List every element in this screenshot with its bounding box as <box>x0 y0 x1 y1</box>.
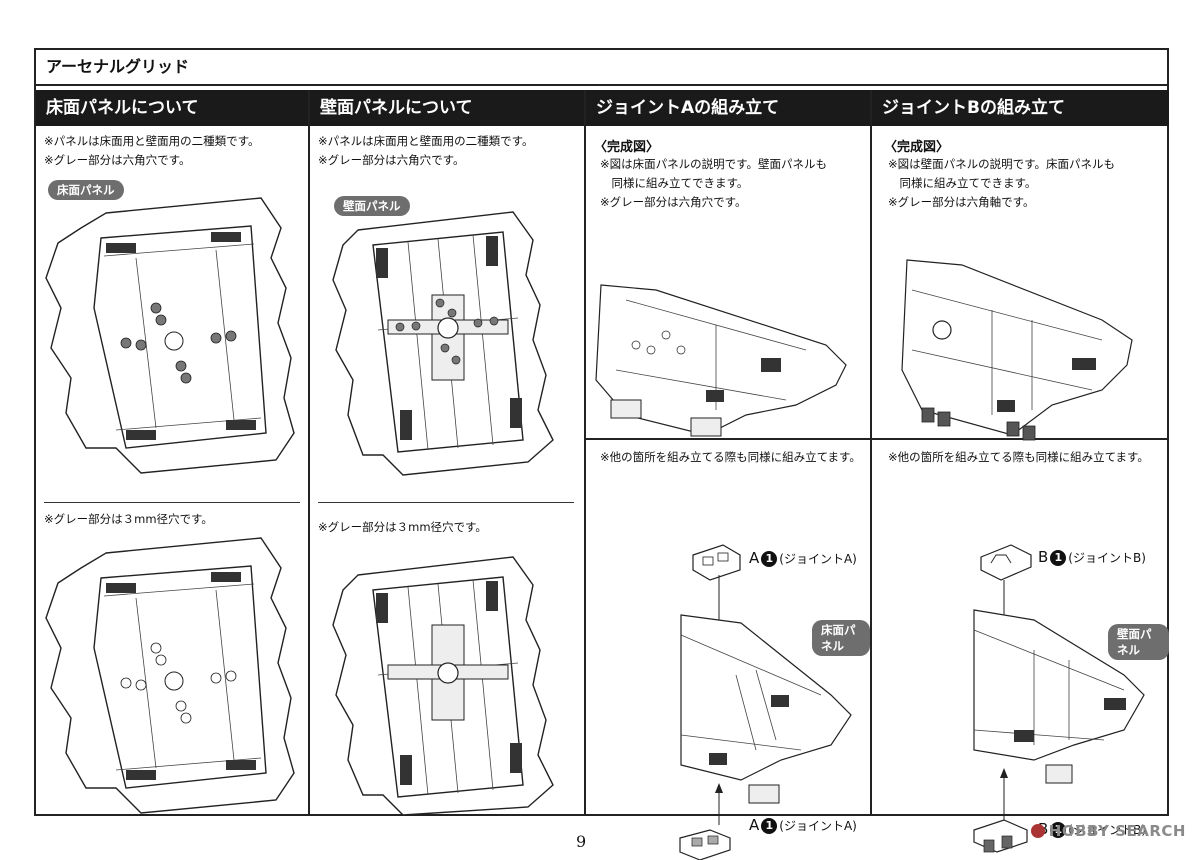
note-line: ※図は壁面パネルの説明です。床面パネルも <box>888 157 1115 171</box>
callout-text: (ジョイントB) <box>1068 551 1146 565</box>
joint-b-panel-label: 壁面パネル <box>1108 624 1169 660</box>
floor-panel-note-bottom: ※グレー部分は３mm径穴です。 <box>44 512 213 526</box>
wall-panel-heading: 壁面パネルについて <box>310 90 584 126</box>
page-number: 9 <box>576 832 587 851</box>
wall-panel-diagram <box>332 211 554 476</box>
joint-b-notes: ※図は壁面パネルの説明です。床面パネルも 同様に組み立てできます。 ※グレー部分… <box>888 155 1115 212</box>
joint-b-bottom-part <box>973 819 1028 853</box>
joint-a-subheading: 〈完成図〉 <box>594 140 660 155</box>
floor-panel-notes: ※パネルは床面用と壁面用の二種類です。 ※グレー部分は六角穴です。 <box>44 132 259 170</box>
wall-panel-column: 壁面パネルについて ※パネルは床面用と壁面用の二種類です。 ※グレー部分は六角穴… <box>310 90 584 816</box>
joint-a-panel-label: 床面パネル <box>812 620 870 656</box>
note-line: ※パネルは床面用と壁面用の二種類です。 <box>44 134 260 148</box>
callout-text: (ジョイントB) <box>1068 823 1146 837</box>
divider-line <box>318 502 574 503</box>
column-divider <box>308 90 310 814</box>
floor-panel-heading: 床面パネルについて <box>36 90 308 126</box>
joint-a-heading: ジョイントAの組み立て <box>586 90 870 126</box>
wall-panel-notes: ※パネルは床面用と壁面用の二種類です。 ※グレー部分は六角穴です。 <box>318 132 533 170</box>
note-line: 同様に組み立てできます。 <box>888 176 1037 190</box>
wall-panel-diagram-2 <box>332 556 554 816</box>
part-number-badge: 1 <box>761 818 778 834</box>
joint-a-bottom-part <box>679 829 731 860</box>
callout-text: (ジョイントA) <box>779 819 857 833</box>
joint-b-assembly-diagram <box>973 580 1145 830</box>
joint-b-column: ジョイントBの組み立て 〈完成図〉 ※図は壁面パネルの説明です。床面パネルも 同… <box>872 90 1169 853</box>
joint-a-top-part <box>692 544 741 581</box>
floor-panel-diagram-2 <box>45 537 295 814</box>
page-title: アーセナルグリッド <box>36 50 1167 86</box>
watermark: HOBBY SEARCH <box>1030 822 1186 840</box>
joint-a-notes: ※図は床面パネルの説明です。壁面パネルも 同様に組み立てできます。 ※グレー部分… <box>600 155 827 212</box>
joint-a-note-bottom: ※他の箇所を組み立てる際も同様に組み立てます。 <box>600 450 861 464</box>
note-line: ※グレー部分は六角穴です。 <box>44 153 191 167</box>
part-number-badge: 1 <box>1050 550 1067 566</box>
row-divider <box>586 438 1169 440</box>
note-line: ※図は床面パネルの説明です。壁面パネルも <box>600 157 827 171</box>
floor-panel-label: 床面パネル <box>48 180 124 200</box>
joint-b-note-bottom: ※他の箇所を組み立てる際も同様に組み立てます。 <box>888 450 1149 464</box>
hobby-search-logo-icon <box>1030 824 1045 838</box>
joint-b-heading: ジョイントBの組み立て <box>872 90 1169 126</box>
column-divider <box>584 90 586 814</box>
joint-b-subheading: 〈完成図〉 <box>884 140 950 155</box>
floor-panel-column: 床面パネルについて ※パネルは床面用と壁面用の二種類です。 ※グレー部分は六角穴… <box>36 90 308 814</box>
part-number-badge: 1 <box>761 551 778 567</box>
column-divider <box>870 90 872 814</box>
note-line: ※パネルは床面用と壁面用の二種類です。 <box>318 134 534 148</box>
callout-letter: B <box>1038 548 1049 566</box>
callout-letter: A <box>749 549 760 567</box>
joint-b-top-part <box>980 544 1032 581</box>
part-number-badge: 1 <box>1050 822 1067 838</box>
callout-text: (ジョイントA) <box>779 552 857 566</box>
note-line: 同様に組み立てできます。 <box>600 176 749 190</box>
joint-a-column: ジョイントAの組み立て 〈完成図〉 ※図は床面パネルの説明です。壁面パネルも 同… <box>586 90 870 860</box>
note-line: ※グレー部分は六角穴です。 <box>600 195 747 209</box>
note-line: ※グレー部分は六角軸です。 <box>888 195 1035 209</box>
joint-a-complete-diagram <box>595 284 847 437</box>
divider-line <box>44 502 300 503</box>
watermark-text: HOBBY SEARCH <box>1048 822 1186 840</box>
wall-panel-note-bottom: ※グレー部分は３mm径穴です。 <box>318 520 487 534</box>
instruction-sheet: アーセナルグリッド 床面パネルについて ※パネルは床面用と壁面用の二種類です。 … <box>34 48 1169 860</box>
joint-b-complete-diagram <box>901 259 1133 441</box>
note-line: ※グレー部分は六角穴です。 <box>318 153 465 167</box>
wall-panel-label: 壁面パネル <box>334 196 410 216</box>
callout-letter: A <box>749 816 760 834</box>
joint-a-assembly-diagram <box>680 575 852 825</box>
floor-panel-diagram <box>45 197 295 474</box>
